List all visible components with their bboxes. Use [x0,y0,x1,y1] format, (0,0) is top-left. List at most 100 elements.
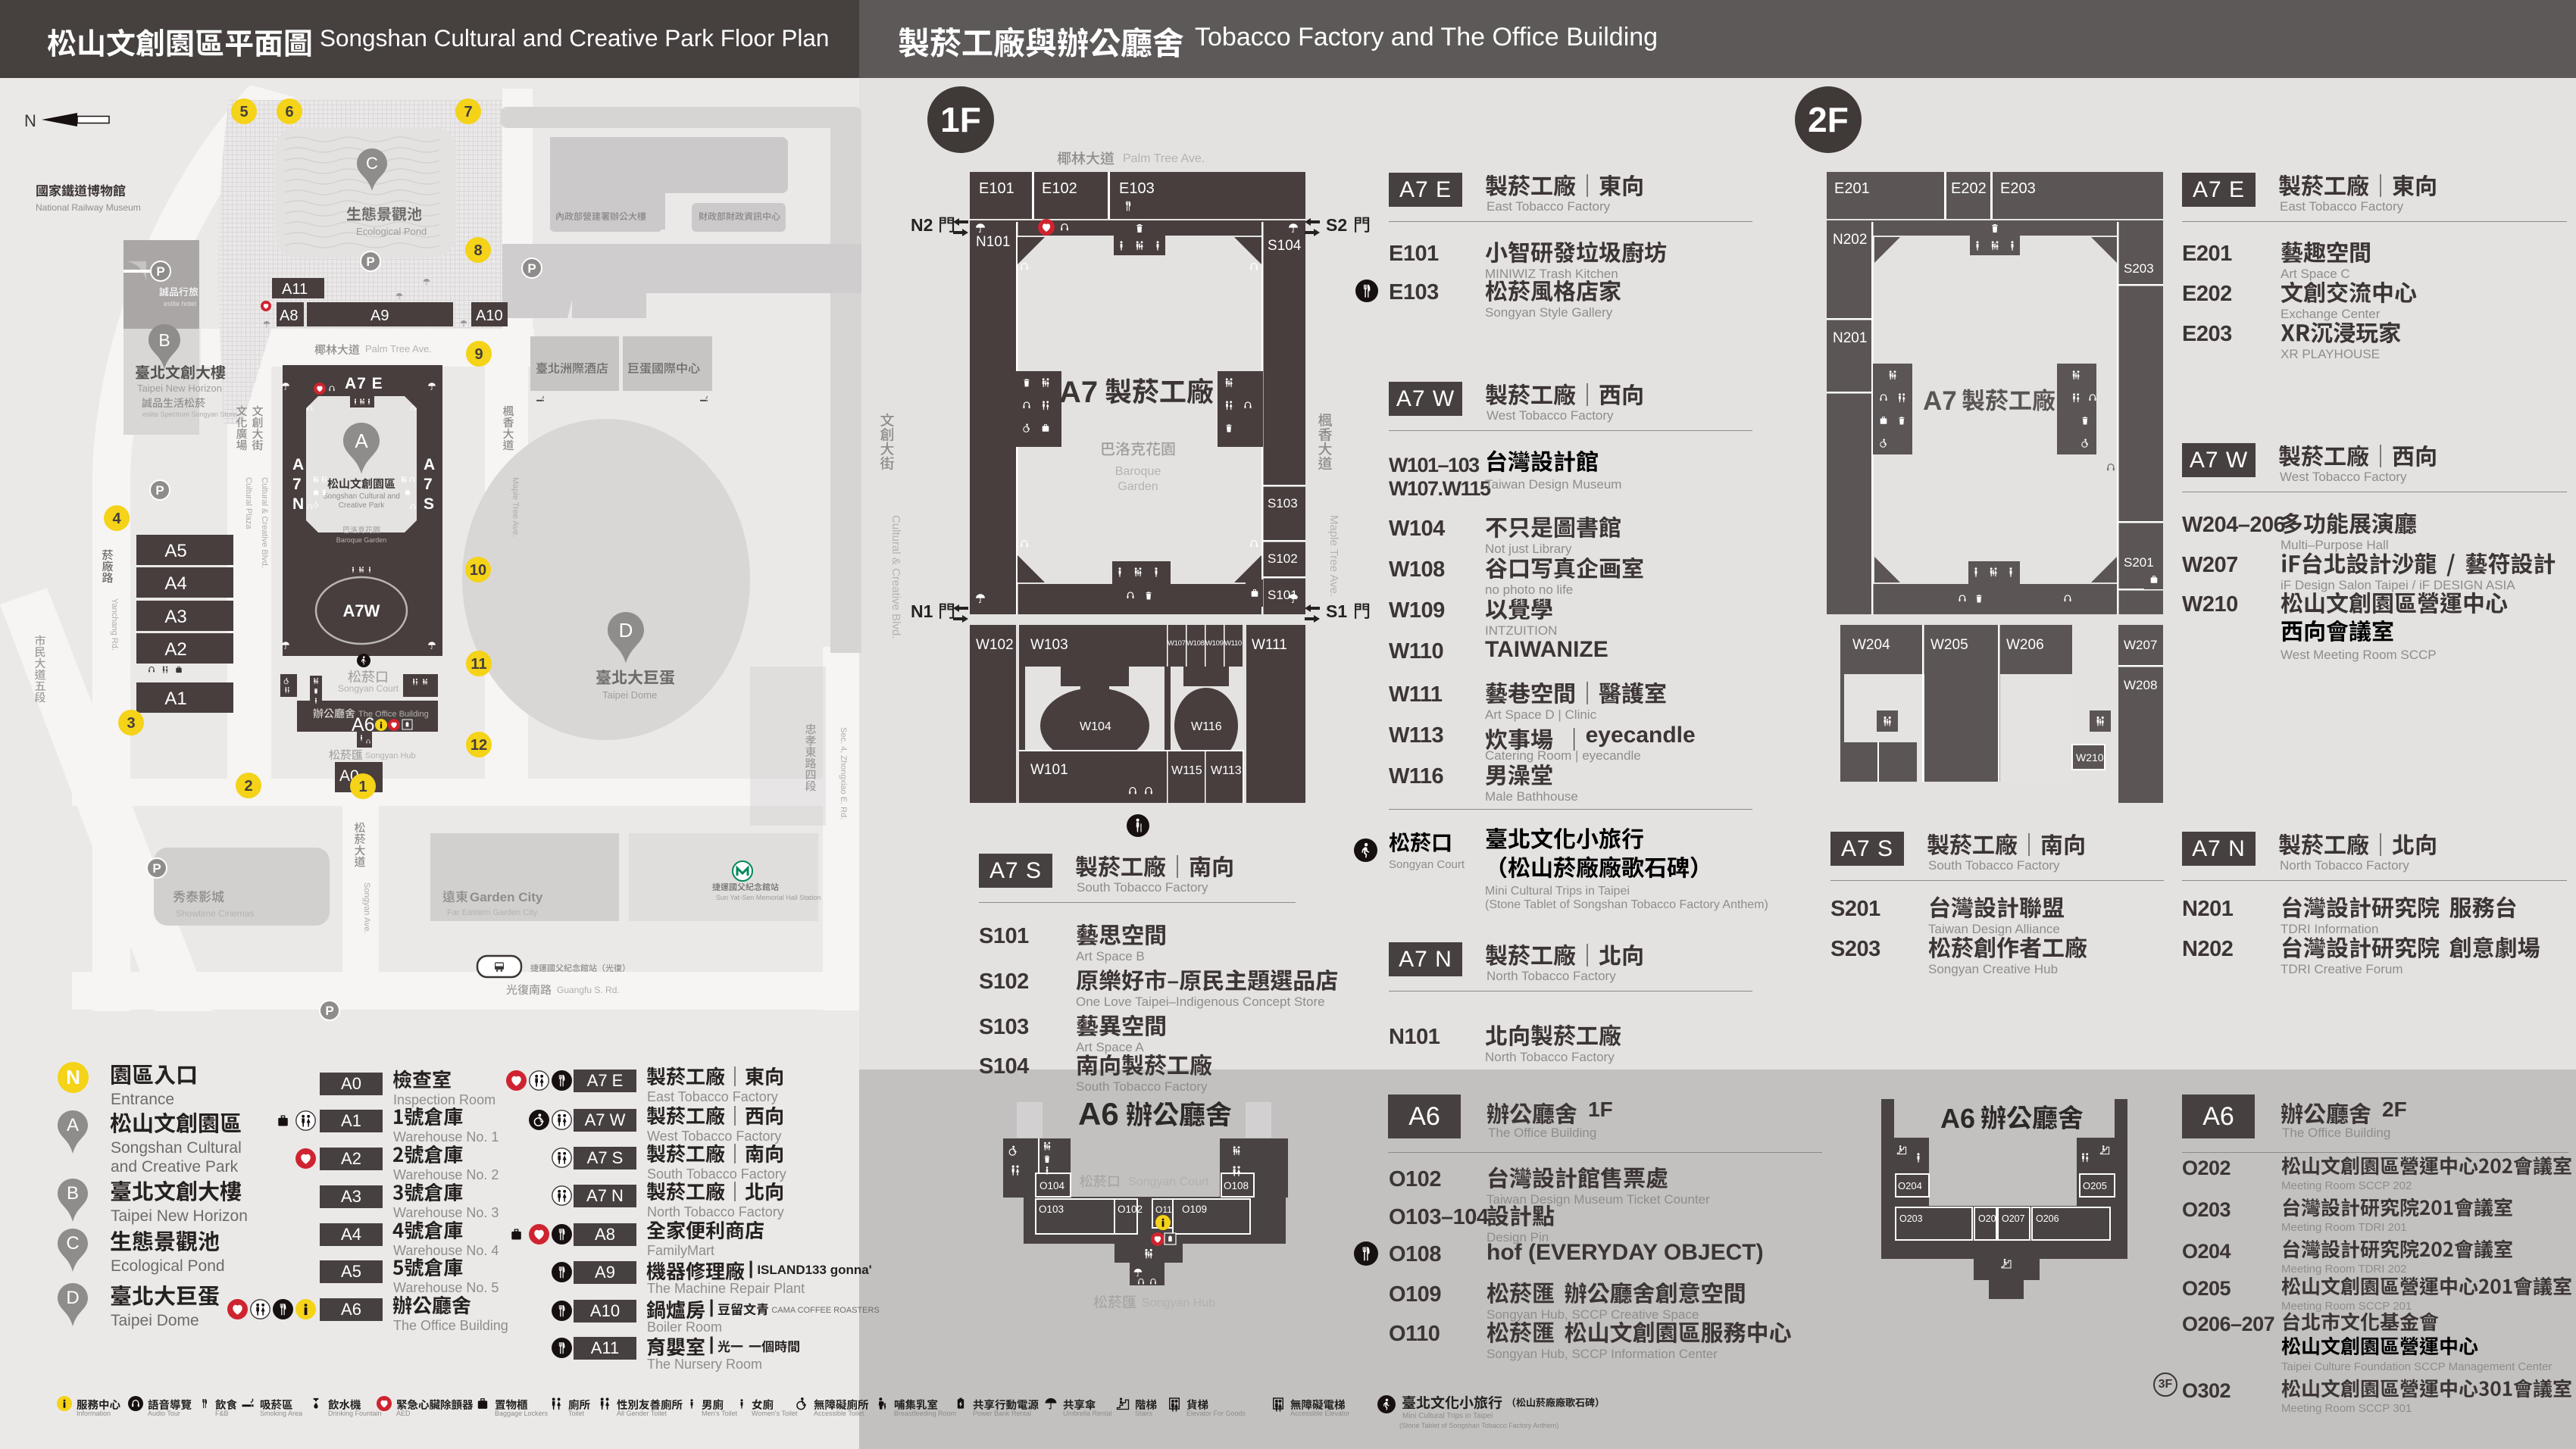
svg-text:Taipei Dome: Taipei Dome [602,689,657,701]
svg-text:A10: A10 [476,308,503,324]
svg-text:N1: N1 [911,601,933,621]
svg-text:3: 3 [127,715,135,732]
svg-text:W111: W111 [1252,637,1287,653]
svg-text:Showtime Cinemas: Showtime Cinemas [176,908,254,919]
svg-text:P: P [366,255,374,269]
svg-text:1: 1 [358,779,367,795]
svg-text:7: 7 [424,476,433,493]
svg-text:N101: N101 [976,234,1010,250]
svg-text:Sec. 4, Zhongxiao E. Rd.: Sec. 4, Zhongxiao E. Rd. [839,727,848,820]
svg-text:A3: A3 [164,607,186,627]
svg-text:N202: N202 [1833,232,1867,248]
svg-text:P: P [325,1004,333,1018]
svg-text:Baroque Garden: Baroque Garden [336,536,387,544]
svg-text:W101: W101 [1030,762,1068,778]
svg-text:eslite hotel: eslite hotel [164,300,196,308]
svg-text:W208: W208 [2124,678,2157,692]
svg-text:A: A [292,456,304,473]
svg-text:W104: W104 [1080,720,1111,733]
svg-text:W102: W102 [976,637,1014,653]
svg-text:Songyan Court: Songyan Court [338,683,399,694]
svg-text:W107: W107 [1168,639,1186,648]
svg-text:W115: W115 [1171,764,1202,777]
svg-text:P: P [155,483,164,498]
svg-text:W116: W116 [1191,720,1222,733]
svg-text:A: A [67,1115,79,1135]
svg-text:O109: O109 [1182,1204,1207,1215]
svg-text:7: 7 [292,476,302,493]
svg-text:Songyan Hub: Songyan Hub [1142,1297,1215,1310]
svg-text:D: D [66,1288,79,1308]
svg-text:N2: N2 [911,215,933,235]
svg-text:O206: O206 [2036,1213,2059,1224]
svg-text:10: 10 [470,562,486,579]
svg-text:8: 8 [474,242,482,259]
svg-text:Creative Park: Creative Park [339,501,386,510]
svg-text:National Railway Museum: National Railway Museum [36,202,141,213]
svg-text:9: 9 [474,346,483,363]
svg-text:A: A [424,456,435,473]
svg-text:Baroque: Baroque [1115,465,1161,478]
svg-text:Yanchang Rd.: Yanchang Rd. [110,598,119,651]
svg-text:A11: A11 [282,281,308,298]
svg-text:W205: W205 [1930,637,1968,653]
svg-text:W108: W108 [1186,639,1205,648]
svg-text:O205: O205 [2083,1180,2107,1191]
svg-text:O207: O207 [2002,1213,2025,1224]
svg-text:N: N [24,111,36,130]
svg-text:C: C [66,1233,79,1254]
svg-text:P: P [156,264,164,279]
svg-text:5: 5 [239,104,248,120]
svg-text:S101: S101 [1268,588,1298,602]
svg-text:A1: A1 [164,689,186,709]
svg-text:E103: E103 [1119,180,1155,197]
svg-text:S201: S201 [2124,555,2154,570]
svg-text:eslite Spectrum Songyan Store: eslite Spectrum Songyan Store [142,411,236,418]
svg-text:Cultural & Creative Blvd.: Cultural & Creative Blvd. [889,515,902,639]
svg-text:A7: A7 [1923,386,1957,416]
svg-text:W207: W207 [2124,638,2157,652]
svg-text:W110: W110 [1224,639,1242,648]
svg-text:A7W: A7W [343,601,380,620]
svg-text:O204: O204 [1898,1180,1922,1191]
svg-text:O202: O202 [1978,1213,2002,1224]
svg-text:E102: E102 [1042,180,1077,197]
svg-text:O110: O110 [1155,1204,1177,1215]
svg-text:2: 2 [244,778,252,795]
svg-text:D: D [619,619,633,642]
svg-text:O102: O102 [1118,1204,1143,1215]
svg-text:S: S [424,495,434,513]
svg-text:O104: O104 [1039,1180,1065,1191]
svg-text:4: 4 [112,511,121,527]
svg-text:A4: A4 [164,573,186,594]
svg-text:A7 E: A7 E [345,375,383,392]
svg-text:A8: A8 [280,308,298,324]
svg-text:S102: S102 [1268,551,1298,566]
svg-text:N201: N201 [1833,330,1867,346]
svg-text:P: P [527,261,536,276]
svg-text:P: P [152,861,161,876]
svg-text:Palm Tree Ave.: Palm Tree Ave. [365,343,432,354]
svg-text:Songyan Court: Songyan Court [1128,1176,1209,1188]
svg-text:C: C [366,154,378,173]
svg-text:The Office Building: The Office Building [358,710,429,719]
svg-text:A6: A6 [1078,1096,1119,1132]
svg-text:O108: O108 [1224,1180,1249,1191]
svg-text:A9: A9 [370,308,389,324]
svg-text:A6: A6 [1940,1103,1975,1134]
svg-text:A: A [355,429,368,452]
svg-text:A6: A6 [352,714,375,735]
svg-text:W206: W206 [2006,637,2044,653]
svg-text:B: B [67,1183,79,1204]
svg-text:W103: W103 [1030,637,1068,653]
svg-text:S203: S203 [2124,261,2154,276]
svg-text:W109: W109 [1205,639,1224,648]
svg-text:S2: S2 [1326,215,1347,235]
svg-text:W204: W204 [1852,637,1890,653]
svg-text:Cultural & Creative Blvd.: Cultural & Creative Blvd. [260,477,269,568]
svg-text:Maple Tree Ave.: Maple Tree Ave. [511,477,520,537]
svg-text:Songshan Cultural and: Songshan Cultural and [323,492,400,501]
svg-text:E101: E101 [979,180,1014,197]
svg-text:O203: O203 [1899,1213,1923,1224]
svg-text:Guangfu S. Rd.: Guangfu S. Rd. [557,985,620,995]
